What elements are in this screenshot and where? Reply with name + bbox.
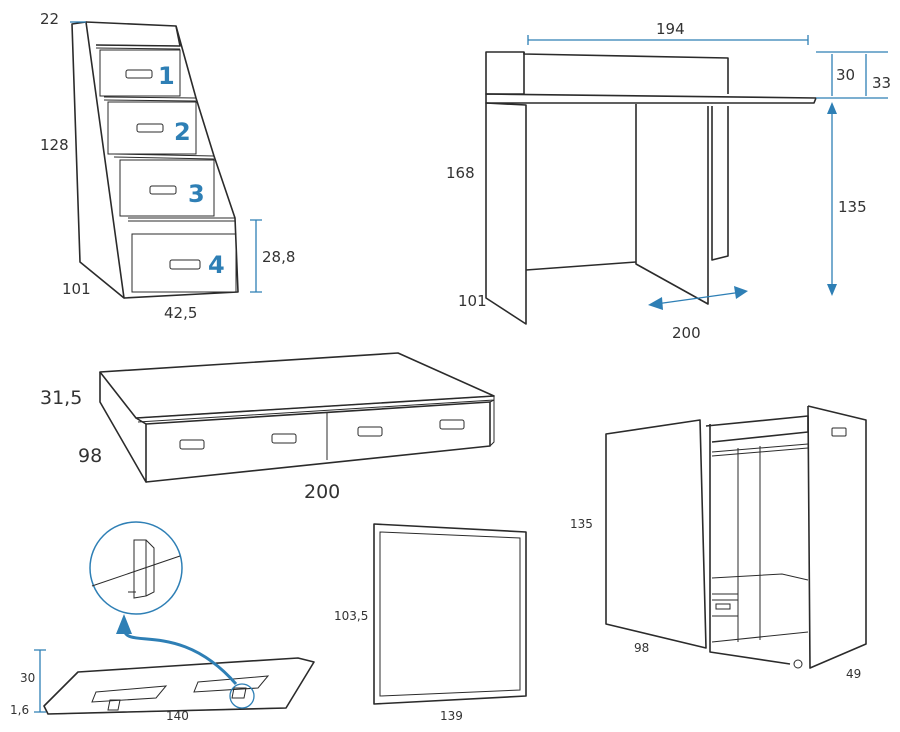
desk-leg-height-label: 135 [838, 198, 867, 216]
desk-top [485, 93, 817, 104]
desk-leg-arrow-up [827, 102, 837, 114]
wardrobe-frame [709, 424, 791, 665]
shelf-detail-zoom-circle [89, 521, 183, 615]
trundle-top-edge [135, 395, 495, 423]
shelf-height-label: 30 [20, 671, 35, 685]
desk-slide-label: 200 [672, 324, 701, 342]
desk-width-dimension-line [527, 35, 809, 45]
staircase-drawer-height-label: 28,8 [262, 248, 295, 266]
trundle-depth-label: 98 [78, 445, 102, 467]
trundle-height-label: 31,5 [40, 387, 82, 409]
wardrobe-height-label: 135 [570, 517, 593, 531]
wardrobe-drawer [712, 593, 739, 617]
mirror-outer-frame [373, 523, 527, 705]
tread-1 [95, 44, 181, 50]
shelf-detail-surface [91, 555, 181, 587]
trundle-right-side [489, 399, 495, 447]
desk-slide-arrow-left [648, 297, 663, 310]
shelf-front-edge [43, 705, 287, 715]
wardrobe-left-door [605, 419, 707, 649]
drawer-front-4 [131, 233, 237, 293]
drawer-front-3 [119, 159, 215, 217]
trundle-handle-4 [439, 419, 465, 430]
trundle-handle-2 [271, 433, 297, 444]
desk-upstand-back [523, 52, 729, 94]
wardrobe-width-label: 49 [846, 667, 861, 681]
desk-module: 194 30 33 168 135 101 200 [446, 20, 891, 342]
staircase-right-edge [123, 25, 239, 299]
shelf-bracket-right [231, 687, 247, 699]
staircase-width-label: 42,5 [164, 304, 197, 322]
step-number-4: 4 [208, 251, 225, 279]
wardrobe-caster [793, 659, 803, 669]
drawer-handle-1 [125, 69, 153, 79]
staircase-top-label: 22 [40, 10, 59, 28]
staircase-height-label: 128 [40, 136, 69, 154]
desk-middle-leg [635, 104, 709, 305]
desk-width-label: 194 [656, 20, 685, 38]
staircase-module: 1 2 3 4 22 128 101 42,5 28,8 [40, 10, 295, 322]
shelf-cutout-left [91, 685, 168, 703]
shelf-module: 30 1,6 140 [10, 521, 315, 723]
staircase-depth-label: 101 [62, 280, 91, 298]
trundle-handle-1 [179, 439, 205, 450]
wardrobe-internal-divider [737, 446, 761, 642]
staircase-drawer-dimension-line [250, 219, 262, 293]
trundle-left-side [99, 372, 147, 483]
trundle-handle-3 [357, 426, 383, 437]
shelf-top-surface [43, 657, 315, 715]
wardrobe-handle [831, 427, 847, 437]
drawer-front-1 [99, 49, 181, 97]
shelf-detail-bracket [133, 539, 155, 599]
wardrobe-top [705, 415, 809, 443]
desk-upstand-label: 30 [836, 66, 855, 84]
desk-slide-arrow-line [655, 291, 743, 305]
trundle-front [145, 401, 491, 483]
step-number-3: 3 [188, 180, 205, 208]
wardrobe-drawer-handle [715, 603, 731, 610]
tread-4 [128, 217, 235, 222]
wardrobe-right-panel [807, 405, 867, 669]
wardrobe-drawer-top [711, 573, 809, 581]
drawer-handle-3 [149, 185, 177, 195]
shelf-cutout-right [193, 675, 270, 693]
drawer-handle-4 [169, 259, 201, 270]
desk-upstand-dimension-lines [816, 51, 888, 99]
trundle-module: 31,5 98 200 [40, 352, 495, 503]
desk-right-leg [711, 106, 729, 261]
wardrobe-module: 135 98 49 [570, 405, 867, 681]
desk-height-label: 168 [446, 164, 475, 182]
drawer-handle-2 [136, 123, 164, 133]
shelf-detail-marker [229, 683, 255, 709]
shelf-thickness-label: 1,6 [10, 703, 29, 717]
desk-left-leg [485, 102, 527, 325]
mirror-height-label: 103,5 [334, 609, 368, 623]
tread-2 [103, 96, 197, 102]
shelf-detail-arrow [122, 629, 238, 685]
desk-rear-rail [525, 261, 637, 271]
desk-upstand-side [485, 51, 525, 95]
shelf-bracket-left [107, 699, 121, 711]
desk-upstand-total-label: 33 [872, 74, 891, 92]
desk-leg-arrow-down [827, 284, 837, 296]
wardrobe-depth-label: 98 [634, 641, 649, 655]
drawer-front-2 [107, 101, 197, 155]
wardrobe-bottom-shelf [711, 631, 809, 643]
step-number-2: 2 [174, 118, 191, 146]
desk-depth-label: 101 [458, 292, 487, 310]
staircase-side-panel [71, 21, 125, 299]
mirror-inner-frame [379, 531, 521, 697]
mirror-module: 103,5 139 [334, 523, 527, 723]
shelf-detail-arrowhead [116, 614, 132, 634]
tread-3 [113, 153, 215, 160]
desk-slide-arrow-right [734, 286, 748, 299]
step-number-1: 1 [158, 62, 175, 90]
mirror-width-label: 139 [440, 709, 463, 723]
trundle-length-label: 200 [304, 481, 340, 503]
shelf-length-label: 140 [166, 709, 189, 723]
staircase-top [85, 21, 181, 47]
shelf-height-dimension-line [34, 649, 46, 713]
